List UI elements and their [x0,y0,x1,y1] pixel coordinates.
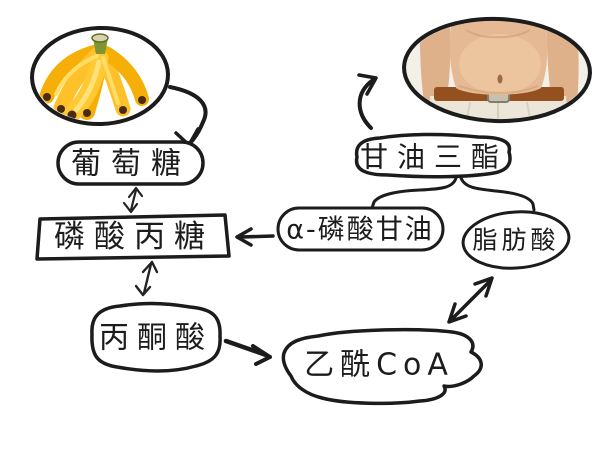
banana-tip [43,93,51,101]
belly-photo [405,20,589,120]
fatty-acid-label: 脂肪酸 [472,226,559,255]
node-triglyceride: 甘油三酯 [354,132,512,179]
banana-tip [57,105,65,113]
glucose-label: 葡萄糖 [71,147,191,182]
banana-oval-outline [30,25,170,127]
arrow-banana-to-glucose [168,85,208,147]
triglyceride-label: 甘油三酯 [360,141,508,174]
banana-tip [119,106,127,114]
arrow-alpha-to-triose [235,227,275,247]
banana-tip [138,96,146,104]
branch-triglyceride-split [370,176,536,212]
node-fatty-acid: 脂肪酸 [461,210,571,270]
double-arrow-triose-pyruvate [134,260,159,297]
navel [497,74,503,84]
node-pyruvate: 丙酮酸 [90,301,222,373]
branch-to-fatty-acid [459,176,536,212]
arrow-pyruvate-to-acetylcoa [223,338,272,366]
arrow-triglyceride-to-belly [357,73,378,130]
node-acetyl-coa: 乙酰CoA [281,327,483,406]
belly-bulge [459,34,541,94]
alpha-glycerophosphate-label: α-磷酸甘油 [286,215,434,246]
belly-image [402,16,592,124]
banana-photo [39,33,149,122]
belly-oval-outline [402,16,592,124]
pyruvate-label: 丙酮酸 [99,321,213,356]
triose-phosphate-label: 磷酸丙糖 [54,219,214,255]
node-triose-phosphate: 磷酸丙糖 [35,213,231,261]
banana-image [30,25,170,127]
branch-to-alpha [370,176,458,210]
node-glucose: 葡萄糖 [56,140,205,186]
node-alpha-glycerophosphate: α-磷酸甘油 [276,206,445,252]
banana-tip [83,109,91,117]
double-arrow-fattyacid-acetylcoa [447,276,494,324]
left-arm [420,20,451,110]
acetyl-coa-label: 乙酰CoA [304,348,454,383]
double-arrow-glucose-triose [122,186,144,214]
